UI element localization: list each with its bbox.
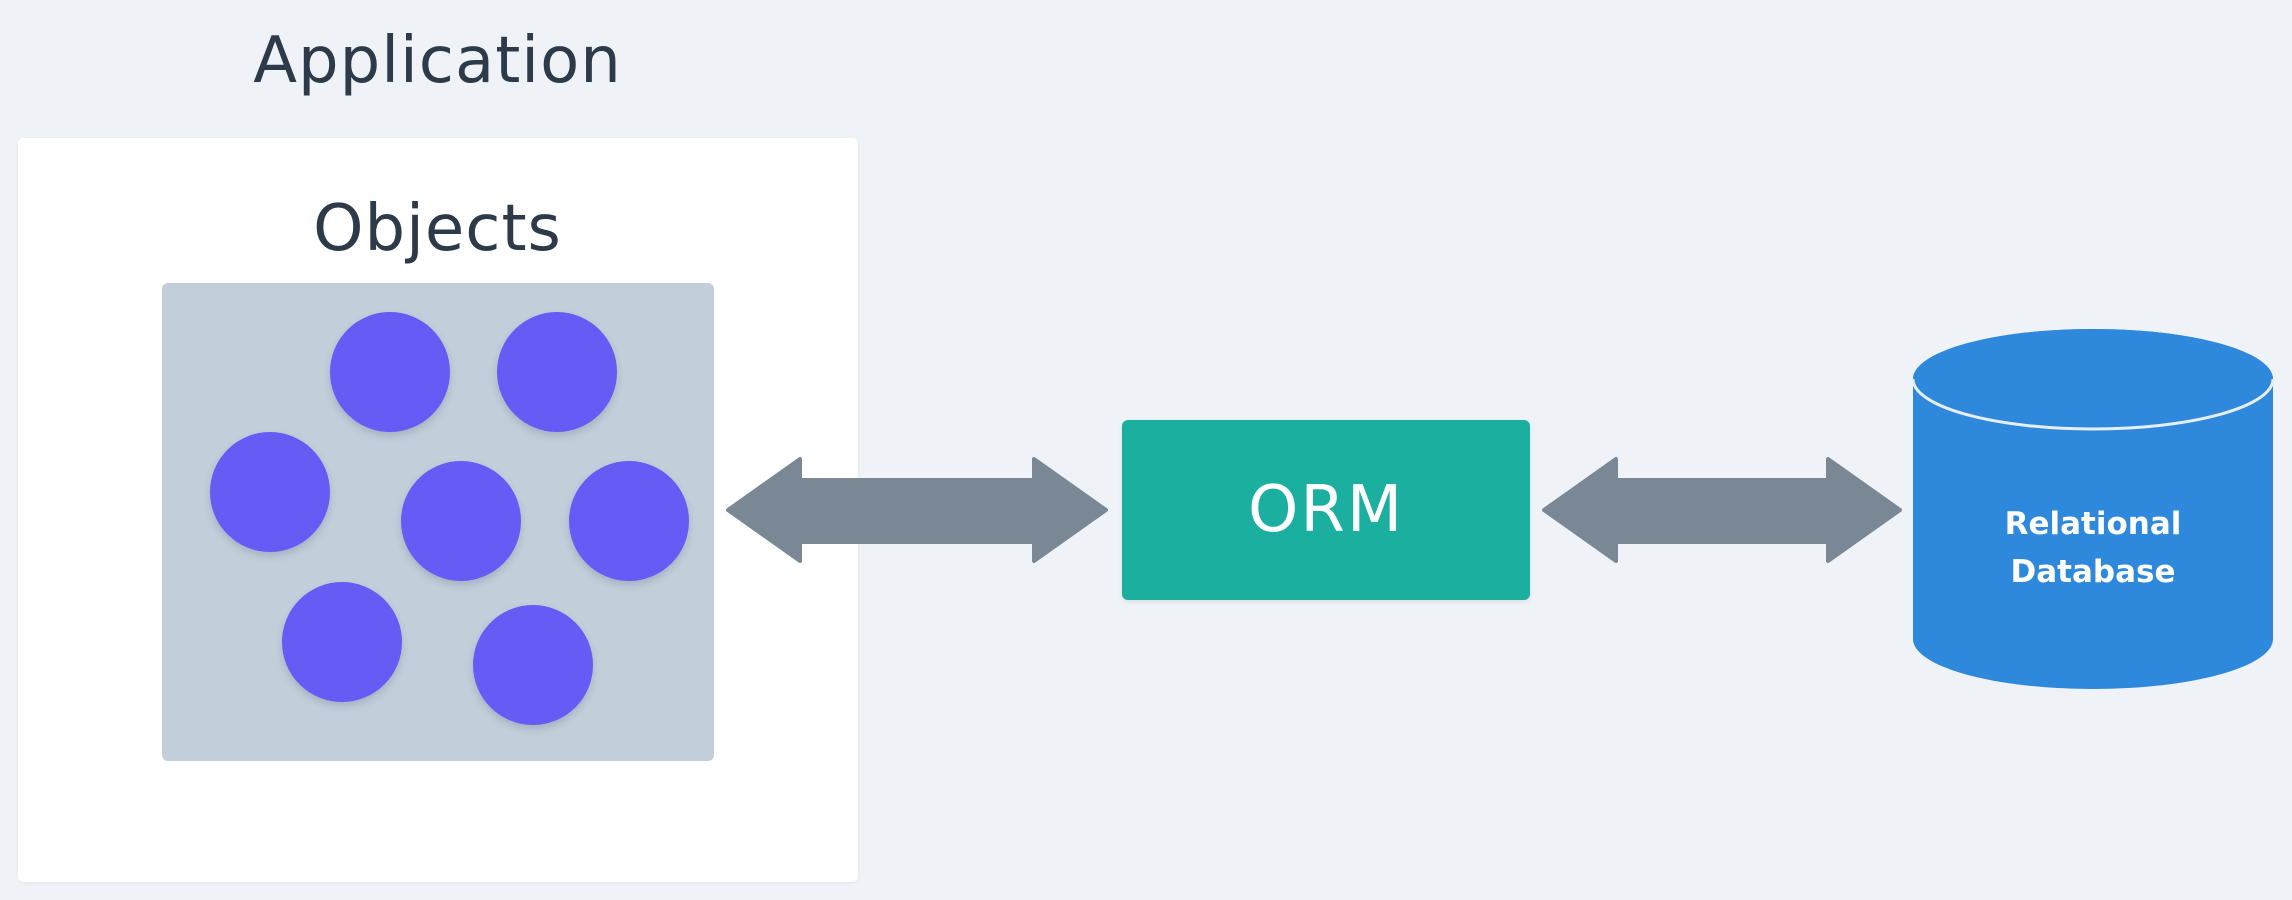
object-circle xyxy=(210,432,330,552)
object-circle xyxy=(330,312,450,432)
double-arrow-icon xyxy=(1542,457,1902,563)
database-label-line1: Relational xyxy=(2004,506,2182,542)
object-circle xyxy=(497,312,617,432)
application-title: Application xyxy=(253,24,622,98)
database-label: Relational Database xyxy=(1910,500,2276,596)
objects-container xyxy=(162,283,714,761)
orm-label: ORM xyxy=(1247,473,1405,547)
object-circle xyxy=(473,605,593,725)
object-circle xyxy=(401,461,521,581)
double-arrow-icon xyxy=(726,457,1108,563)
objects-title: Objects xyxy=(313,192,562,266)
database-cylinder-icon xyxy=(1911,329,2275,689)
database-label-line2: Database xyxy=(2010,554,2176,590)
object-circle xyxy=(569,461,689,581)
object-circle xyxy=(282,582,402,702)
orm-box: ORM xyxy=(1122,420,1530,600)
